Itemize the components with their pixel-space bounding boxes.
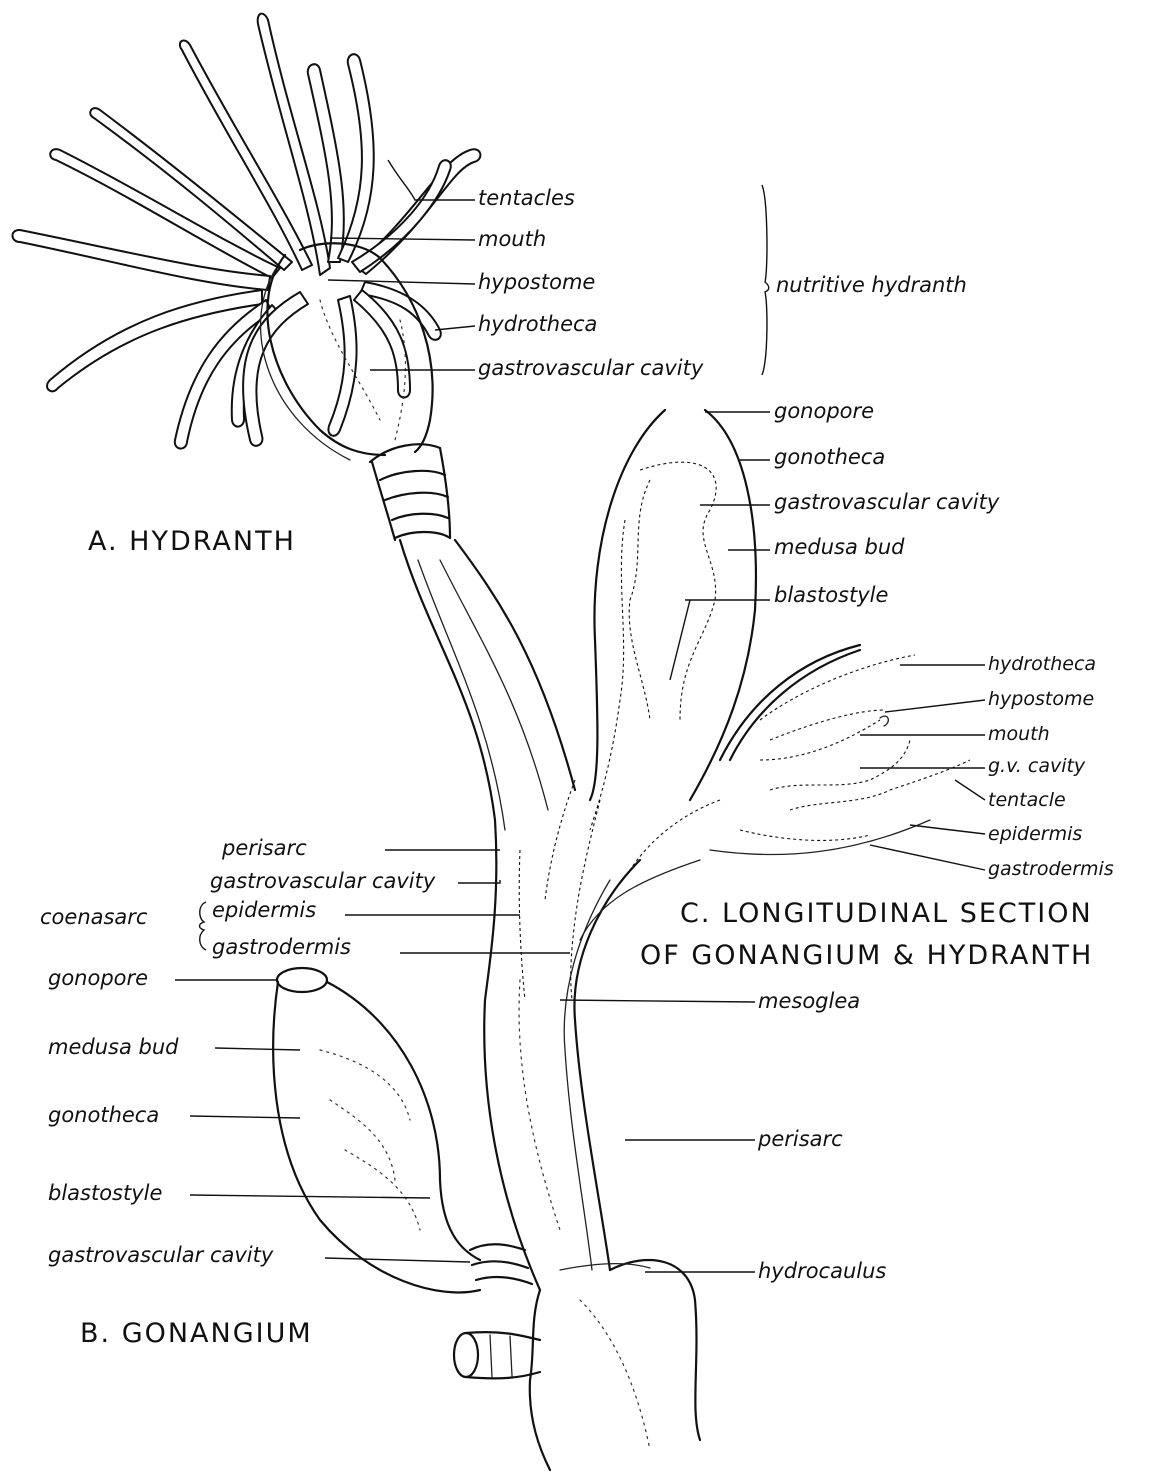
label-mesoglea: mesoglea [758,989,860,1013]
stem-drawing [400,540,700,1470]
label-gv-cavity-gonangium: gastrovascular cavity [48,1243,274,1267]
label-gv-cavity-stem: gastrovascular cavity [210,869,436,893]
label-hydrotheca: hydrotheca [478,312,597,336]
label-gastrovascular-cavity: gastrovascular cavity [478,356,704,380]
section-title-hydranth: A. HYDRANTH [88,526,296,557]
hydranth-body-drawing [261,243,450,540]
label-gonotheca: gonotheca [48,1103,159,1127]
label-gastrodermis-section: gastrodermis [988,858,1114,880]
label-mouth: mouth [478,227,546,251]
label-hypostome: hypostome [478,270,595,294]
label-gonotheca-section: gonotheca [774,445,885,469]
label-mouth-section: mouth [988,723,1050,745]
label-gastrodermis-stem: gastrodermis [212,935,351,959]
label-nutritive-hydranth: nutritive hydranth [776,273,967,297]
label-hypostome-section: hypostome [988,688,1094,710]
label-hydrotheca-section: hydrotheca [988,653,1096,675]
hydranth-section-drawing [580,645,970,940]
hydranth-tentacles-drawing [13,14,481,449]
label-hydrocaulus: hydrocaulus [758,1259,886,1283]
label-tentacles: tentacles [478,186,575,210]
label-blastostyle-section: blastostyle [774,583,888,607]
label-gonopore: gonopore [48,966,148,990]
label-medusa-bud-section: medusa bud [774,535,905,559]
section-title-longitudinal-2: OF GONANGIUM & HYDRANTH [640,940,1093,971]
label-tentacle-section: tentacle [988,789,1066,811]
label-perisarc-lower: perisarc [757,1127,843,1151]
section-title-gonangium: B. GONANGIUM [80,1318,313,1349]
label-perisarc: perisarc [221,836,307,860]
label-coenosarc: coenasarc [40,905,148,929]
label-epidermis-section: epidermis [988,823,1082,845]
label-epidermis-stem: epidermis [212,898,316,922]
label-gonopore-section: gonopore [774,399,874,423]
label-medusa-bud: medusa bud [48,1035,179,1059]
label-gv-cavity-short: g.v. cavity [988,755,1086,777]
label-gv-cavity-section: gastrovascular cavity [774,490,1000,514]
section-title-longitudinal-1: C. LONGITUDINAL SECTION [680,898,1093,929]
label-blastostyle: blastostyle [48,1181,162,1205]
